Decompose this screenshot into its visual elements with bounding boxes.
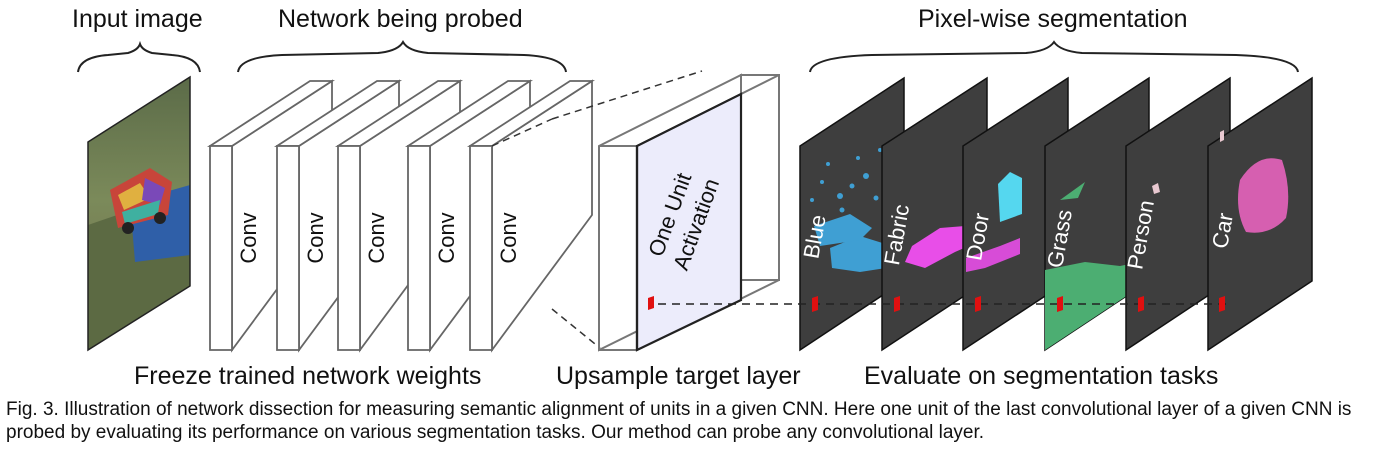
label-freeze-weights: Freeze trained network weights: [134, 362, 482, 390]
conv-layer: Conv: [466, 79, 596, 353]
segmentation-panels: Blue Fabric Door Grass: [798, 76, 1313, 352]
unit-probe-marker: [648, 296, 654, 310]
heading-input-image: Input image: [72, 5, 203, 33]
heading-network: Network being probed: [278, 5, 523, 33]
conv-layers: Conv Conv Conv Conv Conv: [206, 79, 596, 353]
conv-layer-label: Conv: [434, 212, 459, 263]
probe-connection: [658, 296, 1228, 312]
conv-layer-label: Conv: [303, 212, 328, 263]
segmentation-panel-car: Car: [1207, 76, 1313, 352]
network-brace: [237, 39, 567, 73]
probe-marker-grass: [1057, 296, 1063, 312]
diagram-canvas: Conv Conv Conv Conv Conv One Unit Activation: [77, 39, 1313, 353]
heading-segmentation: Pixel-wise segmentation: [918, 5, 1188, 33]
probe-marker-person: [1138, 296, 1144, 312]
person-concept-mask: [1152, 183, 1160, 194]
concept-label-car: Car: [1207, 211, 1238, 250]
probe-marker-fabric: [894, 296, 900, 312]
label-evaluate: Evaluate on segmentation tasks: [864, 362, 1219, 390]
input-brace: [77, 40, 201, 73]
probe-marker-car: [1219, 296, 1225, 312]
conv-layer-label: Conv: [364, 212, 389, 263]
figure-caption: Fig. 3. Illustration of network dissecti…: [6, 399, 1352, 443]
conv-layer-label: Conv: [496, 212, 521, 263]
input-image: [87, 75, 191, 352]
door-concept-mask: [998, 172, 1022, 222]
grass-concept-mask: [1045, 260, 1149, 350]
upsampled-activation-layer: One Unit Activation: [551, 70, 780, 352]
conv-layer-label: Conv: [236, 212, 261, 263]
car-concept-mask: [1238, 158, 1289, 233]
segmentation-panel-person: Person: [1122, 76, 1231, 352]
label-upsample: Upsample target layer: [556, 362, 801, 390]
segmentation-panel-door: Door: [961, 76, 1069, 352]
segmentation-panel-grass: Grass: [1042, 76, 1150, 352]
segmentation-brace: [809, 40, 1299, 73]
network-dissection-figure: Conv Conv Conv Conv Conv One Unit Activation: [72, 5, 1313, 390]
probe-marker-blue: [812, 296, 818, 312]
probe-marker-door: [975, 296, 981, 312]
